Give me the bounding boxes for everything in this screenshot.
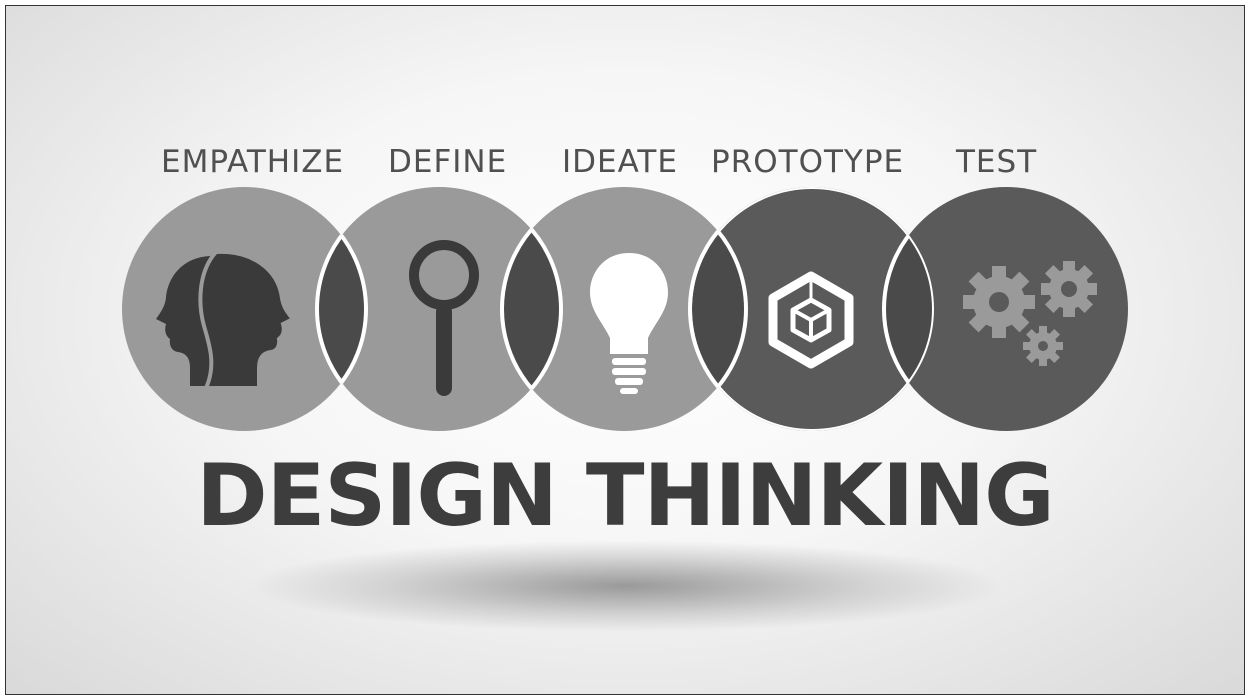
- gears-icon: [963, 261, 1097, 366]
- floor-shadow: [256, 541, 996, 631]
- stage-label-ideate: IDEATE: [562, 144, 678, 180]
- stage-label-define: DEFINE: [388, 144, 508, 180]
- design-thinking-diagram: [122, 187, 1128, 431]
- separator-arcs: [315, 187, 934, 431]
- stage-label-test: TEST: [956, 144, 1038, 180]
- main-title: DESIGN THINKING: [196, 446, 1054, 546]
- stage-label-prototype: PROTOTYPE: [711, 144, 905, 180]
- circle-prototype: [690, 187, 934, 431]
- stage-label-empathize: EMPATHIZE: [161, 144, 345, 180]
- cube-hexagon-icon: [768, 271, 854, 369]
- heads-profile-icon: [156, 249, 297, 390]
- slide-frame: EMPATHIZE DEFINE IDEATE PROTOTYPE TEST: [5, 5, 1245, 695]
- magnifying-glass-icon: [409, 240, 479, 396]
- lightbulb-icon: [590, 253, 668, 394]
